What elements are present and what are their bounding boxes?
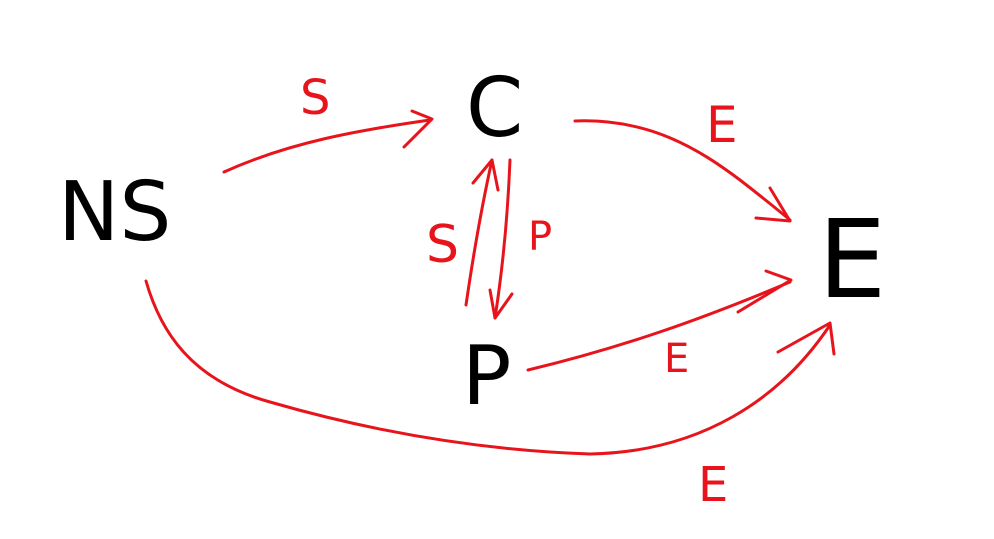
edge-p-to-c — [464, 158, 494, 307]
label-p-to-c: S — [426, 215, 459, 275]
arrowhead-c-to-p — [488, 288, 514, 320]
edge-ns-to-e — [144, 279, 832, 456]
edges — [144, 109, 836, 456]
arrowhead-ns-to-c — [402, 109, 434, 149]
edge-c-to-p — [493, 158, 512, 320]
node-p: P — [462, 329, 511, 424]
edge-ns-to-c — [222, 118, 432, 174]
label-ns-to-c: S — [300, 70, 330, 126]
label-c-to-e: E — [706, 96, 738, 154]
arrowhead-ns-to-e — [776, 321, 836, 356]
node-c: C — [466, 61, 523, 156]
arrowhead-c-to-e — [754, 186, 792, 223]
node-e: E — [818, 198, 886, 323]
arrowhead-p-to-c — [471, 158, 500, 192]
arrowhead-p-to-e — [736, 269, 793, 314]
label-p-to-e: E — [664, 336, 689, 382]
edge-p-to-e — [526, 280, 792, 372]
label-ns-to-e: E — [698, 457, 728, 513]
edge-c-to-e — [573, 119, 792, 222]
label-c-to-p: P — [528, 214, 552, 260]
node-ns: NS — [58, 165, 171, 260]
